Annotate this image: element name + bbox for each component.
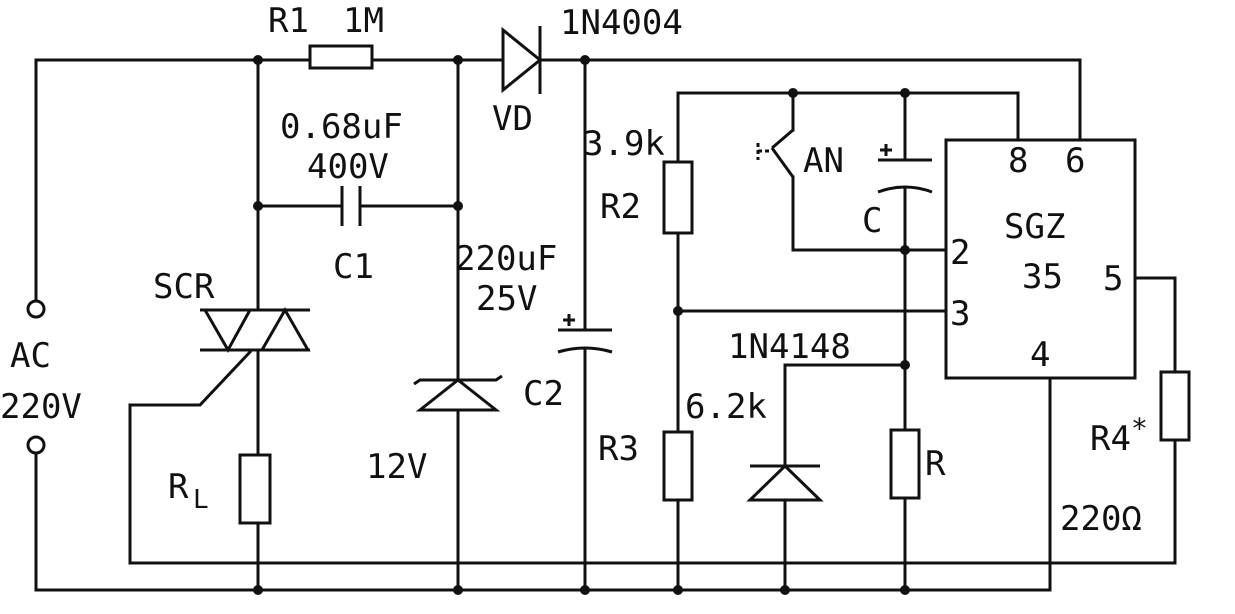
label-an: AN xyxy=(803,141,844,181)
label-scr: SCR xyxy=(153,267,215,307)
label-r3-value: 6.2k xyxy=(685,387,767,427)
resistor-r4 xyxy=(1159,370,1191,442)
label-zener-voltage: 12V xyxy=(366,447,427,487)
label-r2: R2 xyxy=(600,187,641,227)
resistor-r3 xyxy=(662,430,694,502)
label-r: R xyxy=(925,444,946,484)
label-diode-part: 1N4004 xyxy=(560,3,683,43)
capacitor-c xyxy=(877,144,933,194)
resistor-r xyxy=(889,428,921,500)
label-diode2-part: 1N4148 xyxy=(728,327,851,367)
resistor-rl xyxy=(238,453,272,525)
label-vd: VD xyxy=(492,99,533,139)
label-c1-voltage: 400V xyxy=(307,147,389,187)
pin-3-label: 3 xyxy=(950,294,970,334)
component-labels: R1 1M 1N4004 VD 0.68uF 400V C1 SCR AC 22… xyxy=(0,1,1148,539)
label-ac-voltage: 220V xyxy=(0,387,82,427)
ac-terminal-top xyxy=(26,299,46,319)
label-c1-value: 0.68uF xyxy=(280,107,403,147)
label-r4-value: 220Ω xyxy=(1060,499,1142,539)
label-rl-sub: L xyxy=(193,485,209,515)
wires xyxy=(34,58,1177,592)
label-rl: R xyxy=(168,467,189,507)
pin-8-label: 8 xyxy=(1008,141,1028,181)
label-r1: R1 xyxy=(268,1,309,41)
pin-2-label: 2 xyxy=(950,233,970,273)
pin-4-label: 4 xyxy=(1030,335,1050,375)
ic-sgz35 xyxy=(944,138,1137,380)
label-r4: R4 xyxy=(1090,419,1131,459)
diode-1n4148 xyxy=(746,463,824,502)
label-r2-value: 3.9k xyxy=(583,124,665,164)
label-c1: C1 xyxy=(333,247,374,287)
pin-6-label: 6 xyxy=(1065,141,1085,181)
junction-dots xyxy=(253,55,910,595)
label-c2: C2 xyxy=(523,374,564,414)
resistor-r1 xyxy=(308,44,374,70)
label-r3: R3 xyxy=(598,429,639,469)
label-r1-value: 1M xyxy=(343,1,384,41)
label-c2-voltage: 25V xyxy=(476,279,537,319)
label-c: C xyxy=(862,201,882,241)
label-ac: AC xyxy=(10,336,51,376)
label-ic-name: SGZ xyxy=(1004,207,1065,247)
capacitor-c1 xyxy=(340,186,362,226)
label-r4-star: * xyxy=(1131,412,1148,445)
zener-diode-12v xyxy=(413,374,503,412)
capacitor-c2 xyxy=(557,314,613,354)
pin-5-label: 5 xyxy=(1103,259,1123,299)
scr-thyristor xyxy=(200,306,311,354)
label-ic-number: 35 xyxy=(1022,257,1063,297)
switch-an[interactable] xyxy=(756,128,795,178)
diode-vd xyxy=(501,26,543,94)
ic-pin-labels: 8 6 2 3 5 4 xyxy=(950,141,1123,375)
resistor-r2 xyxy=(662,160,694,235)
ac-terminal-bottom xyxy=(26,435,46,455)
label-c2-value: 220uF xyxy=(455,239,557,279)
